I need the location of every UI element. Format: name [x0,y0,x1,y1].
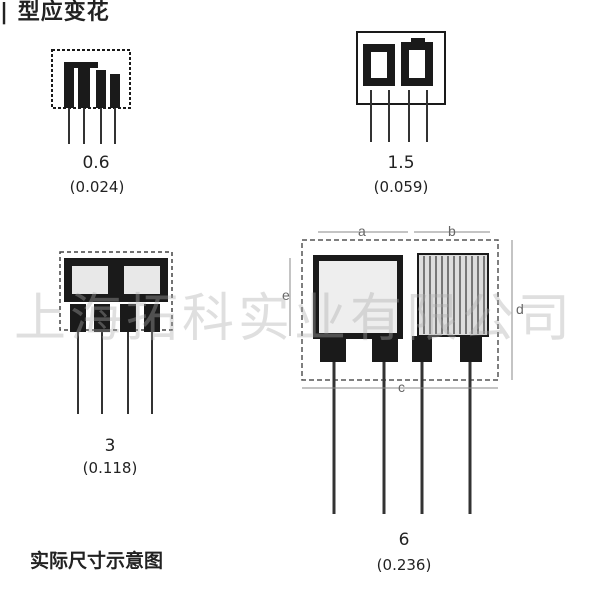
gauge-3-diagram [59,251,173,414]
gauge-inch-label: (0.236) [376,556,432,574]
gauge-size-label: 1.5 [387,153,415,173]
dim-a-label: a [358,223,366,239]
gauge-size-label: 3 [104,436,116,456]
dim-e-label: e [282,287,290,303]
gauge-inch-label: (0.059) [373,178,429,196]
gauge-1.5-diagram [356,31,446,142]
watermark: 上海拓科实业有限公司 [14,289,575,349]
gauge-inch-label: (0.024) [69,178,125,196]
dim-d-label: d [516,301,524,317]
gauge-size-label: 0.6 [82,153,110,173]
gauge-size-label: 6 [398,530,410,550]
dim-c-label: c [398,379,405,395]
gauge-6-diagram: a b c d e [282,223,524,514]
gauge-0.6-diagram [51,49,131,144]
dim-b-label: b [448,223,456,239]
gauge-inch-label: (0.118) [82,459,138,477]
caption: 实际尺寸示意图 [30,550,164,572]
page-title: | 型应变花 [0,0,110,25]
